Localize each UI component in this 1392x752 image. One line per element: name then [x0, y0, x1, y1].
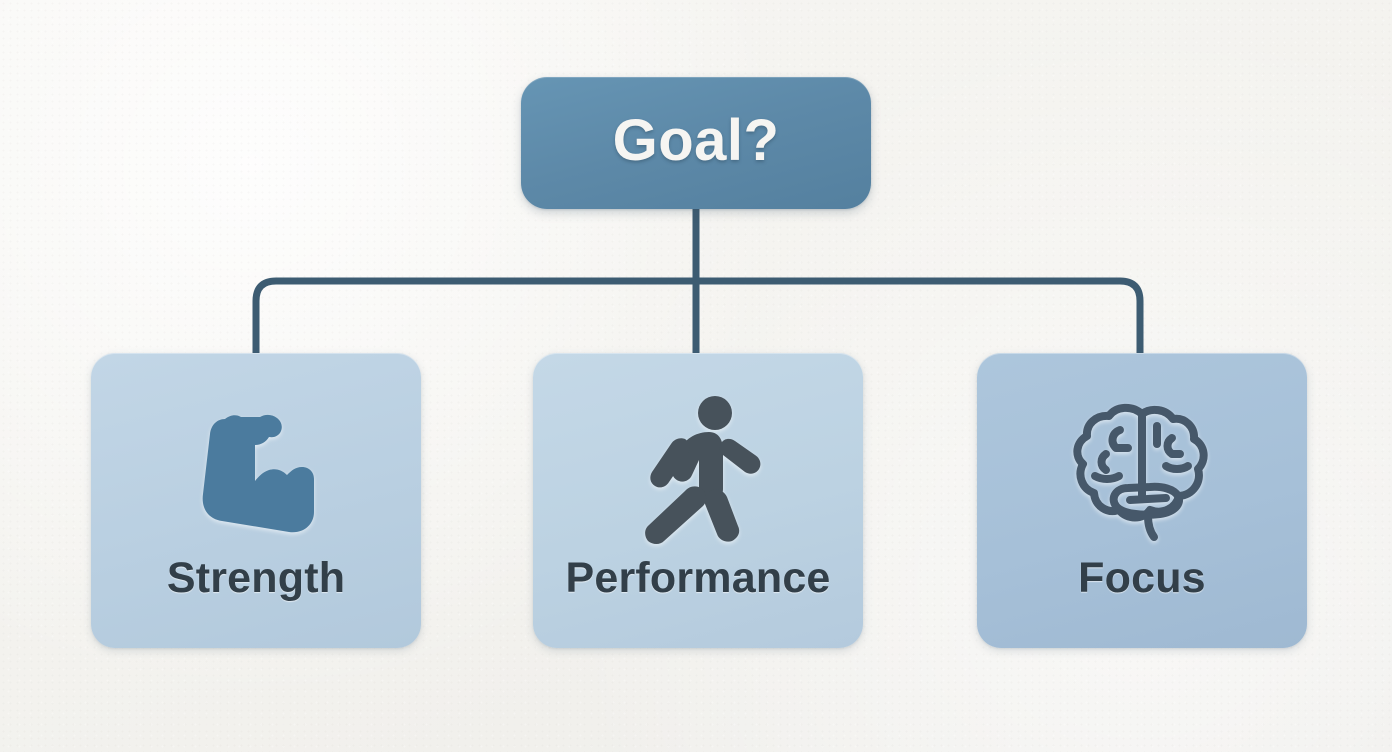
flexed-biceps-icon — [181, 391, 331, 551]
card-strength[interactable]: Strength — [91, 353, 421, 648]
root-node-label: Goal? — [612, 108, 780, 173]
brain-icon — [1062, 391, 1222, 551]
card-focus[interactable]: Focus — [977, 353, 1307, 648]
card-label-strength: Strength — [166, 554, 346, 602]
root-node-goal[interactable]: Goal? — [521, 77, 871, 209]
connector-branch-focus — [692, 277, 1144, 357]
card-label-focus: Focus — [1078, 554, 1206, 602]
running-person-icon — [623, 391, 773, 551]
card-label-performance: Performance — [565, 554, 831, 602]
card-performance[interactable]: Performance — [533, 353, 863, 648]
connector-branch-strength — [252, 277, 700, 357]
